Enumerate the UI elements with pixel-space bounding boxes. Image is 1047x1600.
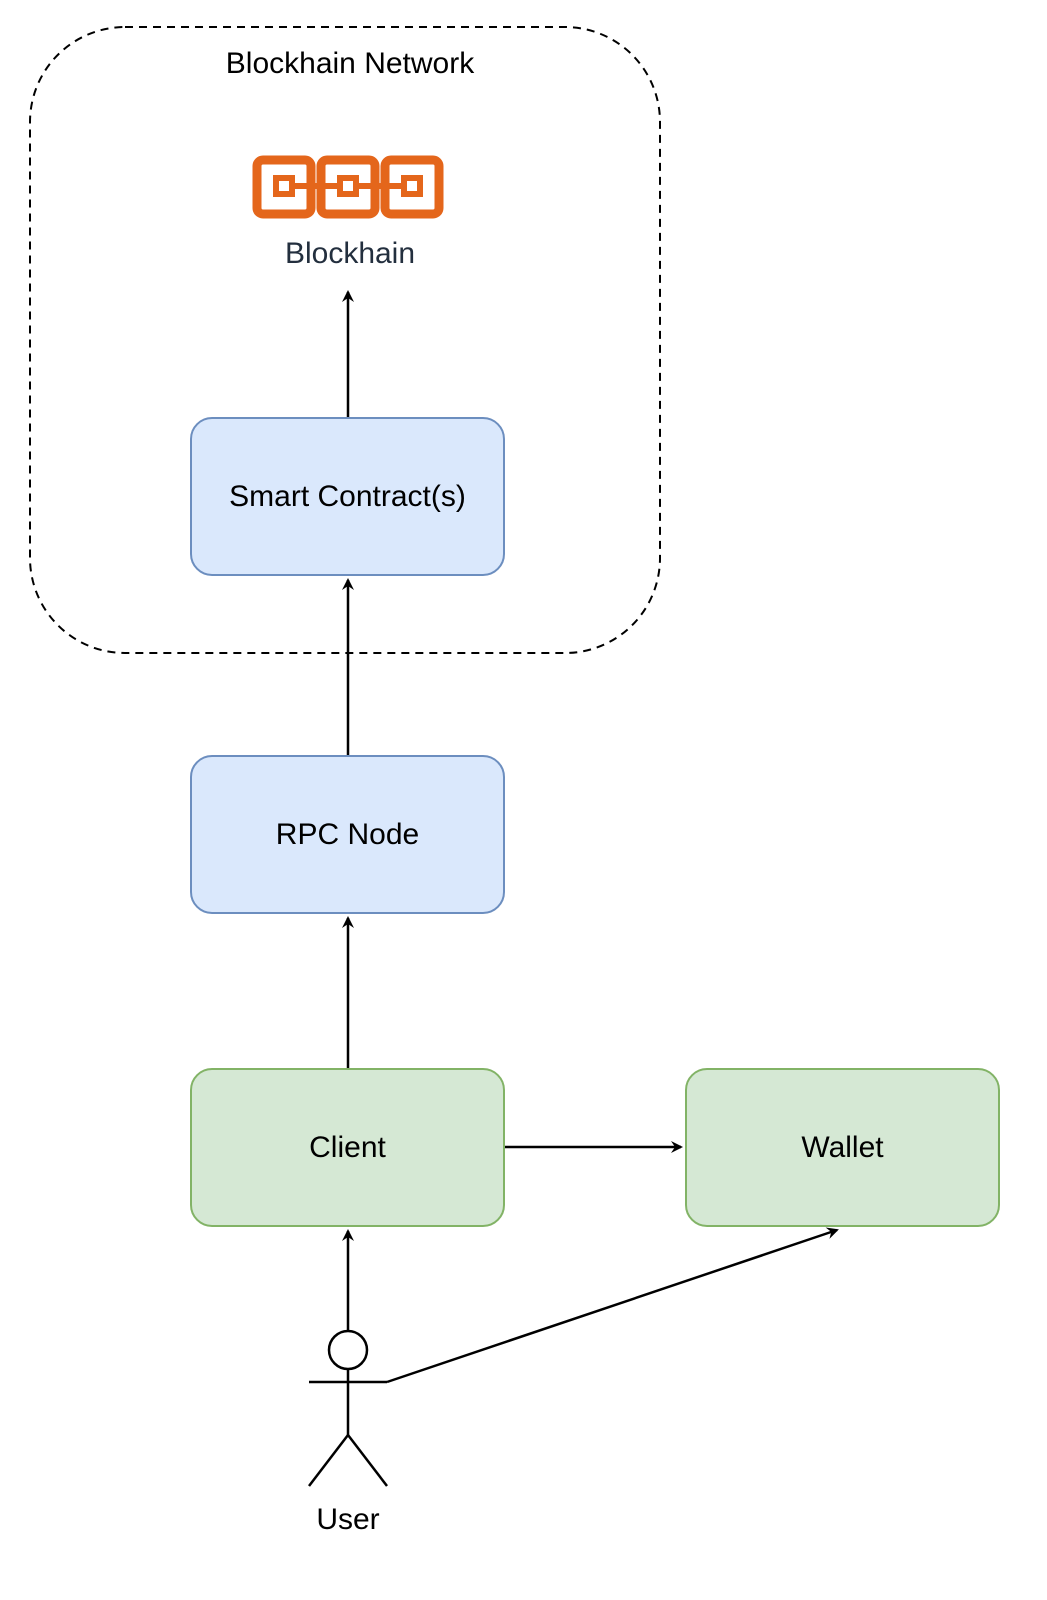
rpc-node[interactable]: RPC Node (190, 755, 505, 914)
blockchain-icon-label: Blockhain (284, 237, 416, 270)
wallet-label: Wallet (801, 1130, 884, 1164)
wallet-node[interactable]: Wallet (685, 1068, 1000, 1227)
client-label: Client (309, 1130, 386, 1164)
blockchain-chain-icon (252, 155, 444, 219)
user-stick-figure-icon (308, 1329, 388, 1487)
blockchain-network-group (29, 26, 661, 654)
group-label: Blockhain Network (225, 47, 475, 80)
smart-contracts-node[interactable]: Smart Contract(s) (190, 417, 505, 576)
client-node[interactable]: Client (190, 1068, 505, 1227)
edge-user-to-wallet (386, 1227, 839, 1384)
rpc-node-label: RPC Node (275, 817, 420, 851)
smart-contracts-label: Smart Contract(s) (229, 479, 466, 513)
user-label: User (316, 1503, 380, 1536)
